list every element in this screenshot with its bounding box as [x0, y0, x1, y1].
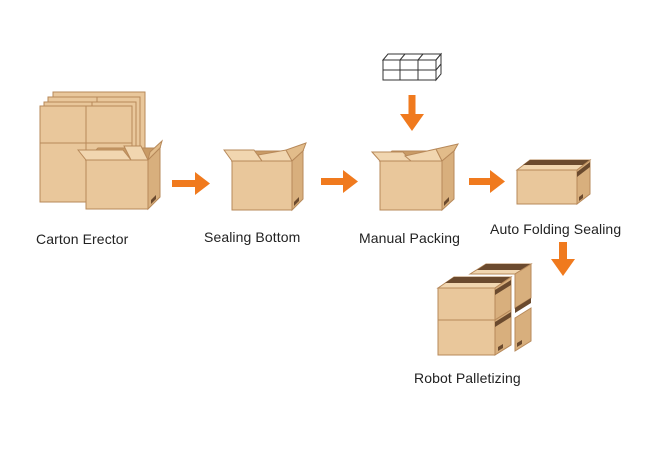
- sealed-box-icon: [515, 158, 592, 206]
- manual-packing-box-icon: [370, 143, 459, 212]
- step-label-auto-folding-sealing: Auto Folding Sealing: [490, 221, 622, 237]
- arrow-right-icon: [321, 170, 358, 193]
- arrow-right-icon: [172, 172, 210, 195]
- sealing-bottom-box-icon: [223, 142, 307, 212]
- erected-open-box: [76, 139, 163, 211]
- step-label-manual-packing: Manual Packing: [359, 230, 461, 246]
- arrow-down-icon: [400, 95, 424, 131]
- step-label-sealing-bottom: Sealing Bottom: [204, 229, 301, 245]
- palletized-boxes-icon: [436, 263, 533, 356]
- carton-erector-icon: [39, 91, 163, 211]
- product-block-icon: [381, 52, 443, 82]
- step-label-carton-erector: Carton Erector: [36, 231, 129, 247]
- arrow-down-icon: [551, 242, 575, 276]
- step-label-robot-palletizing: Robot Palletizing: [414, 370, 521, 386]
- arrow-right-icon: [469, 170, 505, 193]
